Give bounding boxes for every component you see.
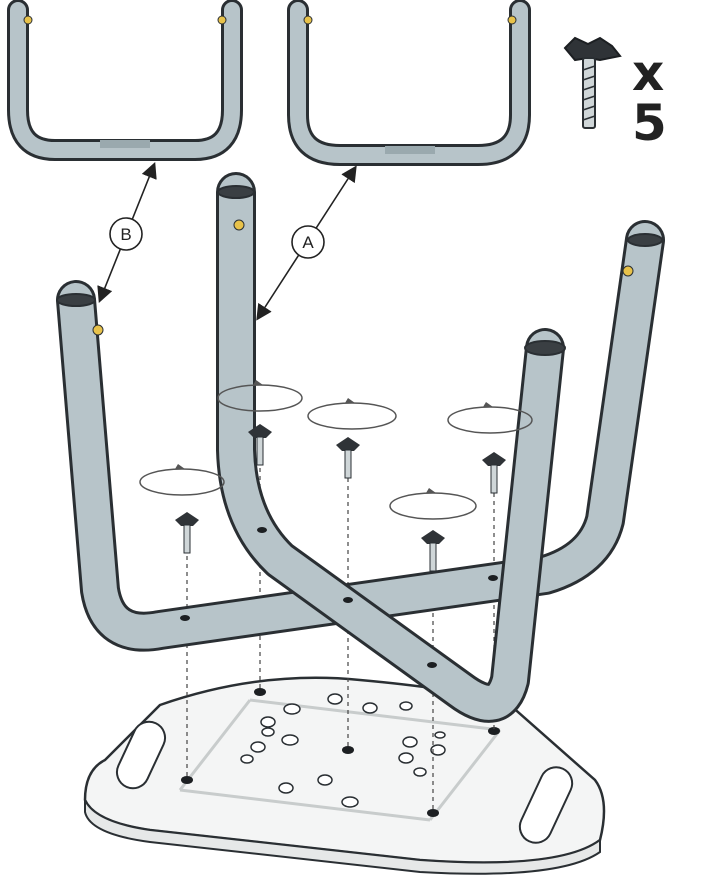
top-left-u-frame (7, 0, 243, 161)
callout-a: A (291, 225, 325, 259)
base-plate (83, 676, 606, 875)
rotation-arrow-icon (139, 380, 533, 520)
lower-u-frame-a (216, 172, 566, 723)
knob-bolt-icon (563, 36, 622, 129)
callout-b: B (109, 217, 143, 251)
callout-b-label: B (120, 225, 131, 244)
top-right-u-frame (287, 0, 531, 166)
quantity-label: x 5 (632, 44, 669, 152)
callout-a-label: A (302, 233, 314, 252)
knob-bolts (175, 424, 506, 572)
lower-u-frame-b (56, 220, 665, 652)
